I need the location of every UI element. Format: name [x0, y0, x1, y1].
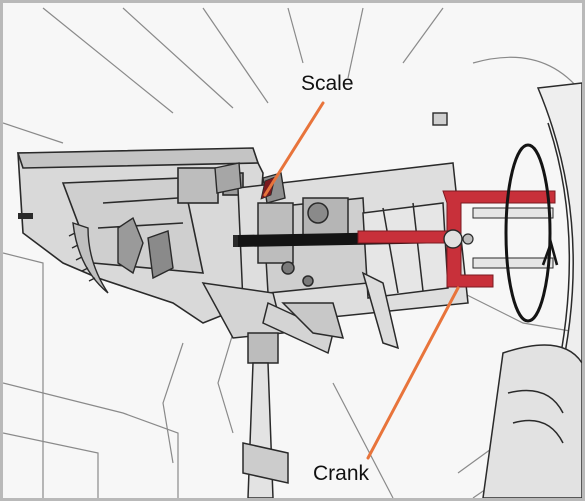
crank-label: Crank	[313, 462, 370, 485]
leader-lines	[263, 101, 460, 460]
mechanism-illustration	[3, 7, 582, 498]
gear	[68, 216, 174, 294]
scale-label: Scale	[301, 72, 354, 95]
support-bracket	[201, 271, 400, 498]
drum	[482, 82, 582, 498]
background-machinery	[3, 7, 582, 498]
crank-highlight	[357, 190, 556, 288]
scale-leader-line	[263, 101, 325, 197]
circular-arrow-icon	[504, 143, 559, 323]
crank-leader-line	[366, 286, 460, 460]
